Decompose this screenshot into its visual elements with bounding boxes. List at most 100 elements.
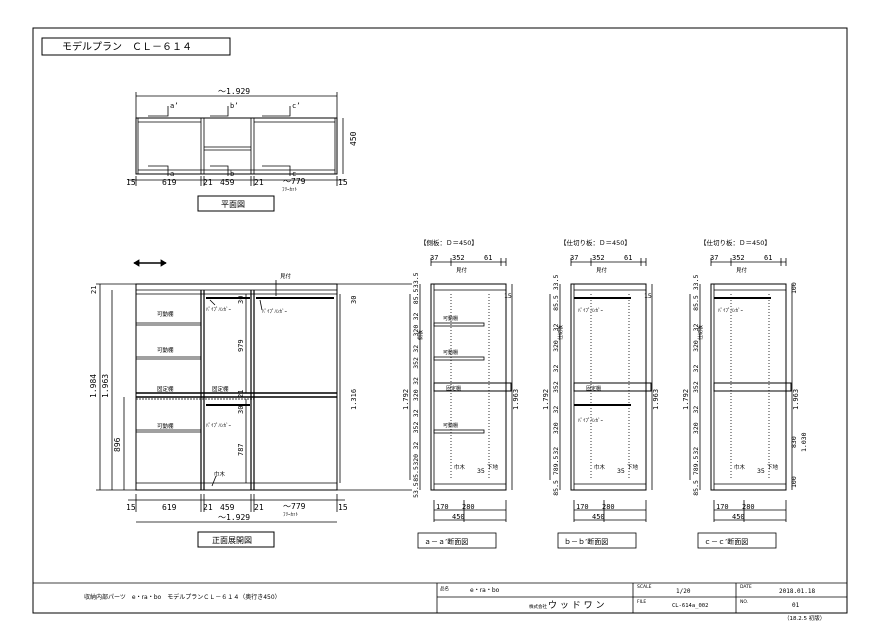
section-left-dim: 320 <box>412 454 420 466</box>
front-label-shelf-2: 可動棚 <box>157 346 174 354</box>
section-left-dim: 320 <box>412 389 420 401</box>
section-base-dim: 35 <box>477 467 485 475</box>
section-right-small: 15 <box>504 292 512 300</box>
tb-file: CL-614a_002 <box>672 603 708 609</box>
section-label-base: 巾木 <box>594 463 606 471</box>
section-caption: ａ－ａ’断面図 <box>424 537 468 546</box>
section-right-dim: 1.030 <box>800 432 808 452</box>
section-left-dim: 32 <box>692 447 700 455</box>
section-top-dim: 37 <box>430 254 438 262</box>
tb-footnote: （18.2.5 初版） <box>784 614 825 622</box>
section-header: 【仕切り板：Ｄ＝450】 <box>700 238 771 247</box>
front-mid-dim-3: 21 <box>237 390 245 398</box>
front-dim-1: 15 <box>126 503 136 512</box>
section-left-dim: 33.5 <box>412 272 420 288</box>
section-left-dim: 85.5 <box>552 295 560 311</box>
section-bottom-total: 450 <box>592 513 605 521</box>
section-right-dim: 100 <box>790 476 798 488</box>
front-label-shelf-1: 可動棚 <box>157 310 174 318</box>
section-top-dim: 37 <box>570 254 578 262</box>
section-3 <box>689 258 793 549</box>
front-dim-7: 15 <box>338 503 348 512</box>
section-left-dim: 32 <box>412 312 420 320</box>
section-bottom-dim: 280 <box>602 503 615 511</box>
section-label-stopper: 下地 <box>627 463 639 471</box>
section-left-dim: 789.5 <box>692 456 700 476</box>
section-top-dim: 352 <box>592 254 605 262</box>
section-label-fixed: 固定棚 <box>446 385 461 392</box>
section-caption: ｃ－ｃ’断面図 <box>704 537 748 546</box>
section-caption: ｂ－ｂ’断面図 <box>564 537 608 546</box>
section-left-dim: 85.5 <box>412 288 420 304</box>
section-right-small: 15 <box>644 292 652 300</box>
plan-free-cut: ﾌﾘｰｶｯﾄ <box>282 187 298 193</box>
section-left-dim: 320 <box>692 422 700 434</box>
tb-scale: 1/20 <box>676 588 691 595</box>
section-left-dim: 32 <box>552 365 560 373</box>
tb-project: 収納内部パーツ e・ra・bo モデルプランＣＬ－６１４（奥行き450） <box>84 593 281 601</box>
section-label-shelf: 可動棚 <box>443 349 458 356</box>
section-left-dim: 352 <box>552 381 560 393</box>
front-height-1: 1.984 <box>89 374 98 398</box>
section-base-dim: 35 <box>757 467 765 475</box>
plan-dim-7: 15 <box>338 178 348 187</box>
section-left-dim: 32 <box>412 409 420 417</box>
tb-company-label: 株式会社 <box>529 603 547 610</box>
plan-dim-3: 21 <box>203 178 213 187</box>
section-bottom-dim: 280 <box>742 503 755 511</box>
front-label-pipe-1: ﾊﾟｲﾌﾟﾊﾝｶﾞｰ <box>206 306 232 313</box>
section-label-pipe: ﾊﾟｲﾌﾟﾊﾝｶﾞｰ <box>578 417 604 424</box>
section-bottom-dim: 170 <box>436 503 449 511</box>
plan-dim-2: 619 <box>162 178 177 187</box>
tb-product-label: 品名 <box>440 585 449 592</box>
section-left-dim: 85.5 <box>412 466 420 482</box>
section-left-dim: 32 <box>692 365 700 373</box>
front-height-2: 1.963 <box>101 374 110 398</box>
section-left-dim: 32 <box>412 442 420 450</box>
tb-date-label: DATE <box>740 584 752 590</box>
section-base-dim: 35 <box>617 467 625 475</box>
front-caption: 正面展開図 <box>212 536 252 545</box>
plan-mark-b2: b <box>230 170 234 178</box>
plan-total-width: ～1.929 <box>218 87 250 96</box>
tb-product: e・ra・bo <box>470 587 500 594</box>
section-label-stopper: 下地 <box>487 463 499 471</box>
section-right-dim: 830 <box>790 436 798 448</box>
section-left-dim: 32 <box>552 406 560 414</box>
section-bottom-total: 450 <box>732 513 745 521</box>
front-top-dim: 21 <box>90 286 98 294</box>
section-left-dim: 32 <box>552 323 560 331</box>
front-total-width: ～1.929 <box>218 513 250 522</box>
front-label-pipe-3: ﾊﾟｲﾌﾟﾊﾝｶﾞｰ <box>206 422 232 429</box>
section-left-total: 1.792 <box>542 389 550 410</box>
front-dim-2: 619 <box>162 503 177 512</box>
plan-caption-box <box>197 195 275 212</box>
plan-depth: 450 <box>349 131 358 146</box>
section-left-dim: 85.5 <box>692 480 700 496</box>
section-label-stopper: 下地 <box>767 463 779 471</box>
title-box <box>41 37 231 56</box>
section-top-dim: 352 <box>732 254 745 262</box>
section-bottom-dim: 170 <box>576 503 589 511</box>
section-left-dim: 352 <box>692 381 700 393</box>
tb-file-label: FILE <box>637 599 646 605</box>
plan-dim-6: ～779 <box>283 177 306 186</box>
section-left-dim: 32 <box>412 345 420 353</box>
section-left-dim: 320 <box>692 340 700 352</box>
section-left-dim: 352 <box>412 357 420 369</box>
section-left-dim: 32 <box>552 447 560 455</box>
section-label-top-rail: 見付 <box>456 266 468 274</box>
section-left-dim: 85.5 <box>692 295 700 311</box>
tb-company: ウ ッ ド ワ ン <box>548 600 604 611</box>
front-free-cut: ﾌﾘｰｶｯﾄ <box>283 512 299 518</box>
section-top-dim: 61 <box>764 254 772 262</box>
section-left-dim: 33.5 <box>552 275 560 291</box>
section-top-dim: 352 <box>452 254 465 262</box>
section-header: 【側板：Ｄ＝450】 <box>420 238 478 247</box>
section-bottom-total: 450 <box>452 513 465 521</box>
section-left-dim: 320 <box>552 340 560 352</box>
section-label-shelf: 可動棚 <box>443 422 458 429</box>
section-left-dim: 85.5 <box>552 480 560 496</box>
section-left-dim: 53.5 <box>412 482 420 498</box>
